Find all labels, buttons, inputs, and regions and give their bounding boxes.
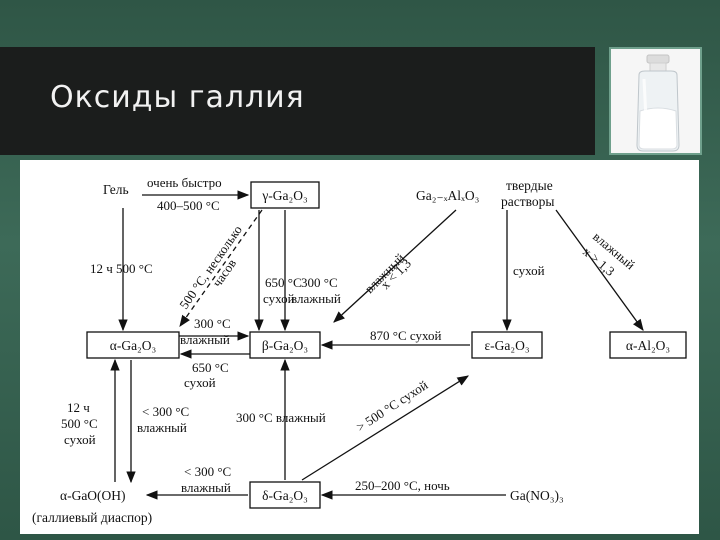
label-delta-epsilon: > 500 °C сухой (353, 377, 430, 434)
node-ga-al: Ga₂₋ₓAlₓO₃ (416, 188, 480, 203)
label-gel-gamma-bottom: 400–500 °C (157, 198, 220, 213)
label-beta-alpha-2: сухой (184, 375, 216, 390)
node-epsilon: ε-Ga₂O₃ (484, 338, 529, 353)
node-solid-solutions-2: растворы (501, 194, 555, 209)
label-beta-alpha-1: 650 °C (192, 360, 229, 375)
slide-title: Оксиды галлия (50, 80, 305, 115)
arrow-gamma-alpha-dashed (179, 209, 263, 327)
label-alpha-beta-1: 300 °C (194, 316, 231, 331)
arrow-gaal-alpha-al (555, 209, 644, 331)
beta-box (249, 331, 321, 359)
arrow-delta-epsilon (301, 375, 469, 481)
label-epsilon-beta: 870 °C сухой (370, 328, 441, 343)
label-gel-alpha: 12 ч 500 °C (90, 261, 153, 276)
bottle-image (611, 49, 700, 153)
node-alpha: α-Ga₂O₃ (110, 338, 157, 353)
title-bar (0, 47, 595, 155)
node-gel: Гель (103, 182, 129, 197)
delta-box (249, 481, 321, 509)
label-alpha-gaooh-2: влажный (137, 420, 187, 435)
label-gaal-epsilon: сухой (513, 263, 545, 278)
node-gaooh: α-GaO(OH) (60, 488, 126, 503)
label-gaooh-alpha-2: 500 °C (61, 416, 98, 431)
node-gamma: γ-Ga₂O₃ (261, 188, 308, 203)
node-delta: δ-Ga₂O₃ (262, 488, 308, 503)
label-alpha-gaooh-1: < 300 °C (142, 404, 189, 419)
epsilon-box (471, 331, 543, 359)
node-alpha-al: α-Al₂O₃ (626, 338, 671, 353)
label-gel-gamma-top: очень быстро (147, 175, 222, 190)
label-gamma-beta-wet-1: 300 °C (301, 275, 338, 290)
node-nitrate: Ga(NO₃)₃ (510, 488, 564, 503)
label-gamma-beta-wet-2: влажный (291, 291, 341, 306)
alpha-box (86, 331, 180, 359)
label-gamma-beta-dry-1: 650 °C (265, 275, 302, 290)
label-delta-beta: 300 °C влажный (236, 410, 326, 425)
node-solid-solutions-1: твердые (506, 178, 553, 193)
gamma-box (250, 181, 320, 209)
node-beta: β-Ga₂O₃ (262, 338, 309, 353)
transformation-diagram: Гель γ-Ga₂O₃ Ga₂₋ₓAlₓO₃ твердые растворы… (32, 175, 687, 525)
label-delta-gaooh-2: влажный (181, 480, 231, 495)
label-gamma-beta-dry-2: сухой (263, 291, 295, 306)
alpha-al-box (609, 331, 687, 359)
node-diaspore: (галлиевый диаспор) (32, 510, 152, 525)
label-gaooh-alpha-1: 12 ч (67, 400, 90, 415)
label-delta-gaooh-1: < 300 °C (184, 464, 231, 479)
arrow-gaal-beta (333, 209, 457, 323)
label-gaooh-alpha-3: сухой (64, 432, 96, 447)
label-nitrate-delta: 250–200 °C, ночь (355, 478, 450, 493)
gallium-oxide-scheme: Гель γ-Ga₂O₃ Ga₂₋ₓAlₓO₃ твердые растворы… (20, 160, 699, 534)
reagent-bottle-photo (609, 47, 702, 155)
label-alpha-beta-2: влажный (180, 332, 230, 347)
